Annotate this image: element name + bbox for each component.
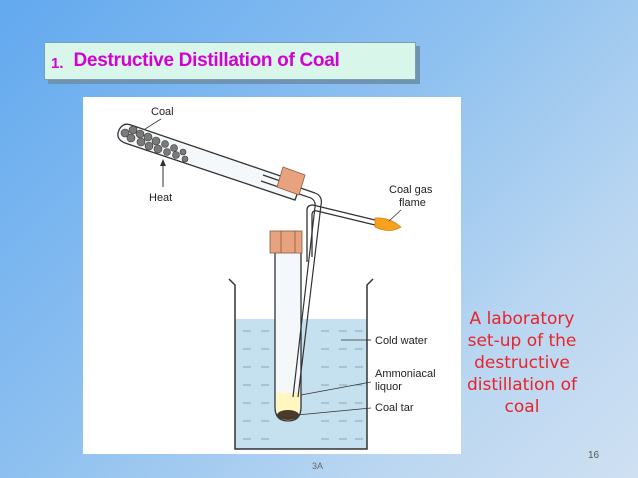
page-number: 16 bbox=[588, 450, 600, 461]
label-flame: flame bbox=[399, 197, 426, 209]
distillation-diagram: Coal Heat Coal gas flame Cold water Ammo… bbox=[83, 97, 461, 454]
label-coal-tar: Coal tar bbox=[375, 402, 414, 414]
outlet-tube bbox=[306, 204, 376, 221]
water-dashes bbox=[243, 330, 363, 440]
stopper-test-tube bbox=[269, 230, 303, 254]
label-coal-gas: Coal gas bbox=[389, 184, 433, 196]
slide-title: Destructive Distillation of Coal bbox=[73, 50, 340, 71]
coal-tar bbox=[277, 410, 299, 420]
diagram-svg: Coal Heat Coal gas flame Cold water Ammo… bbox=[117, 106, 436, 450]
label-heat: Heat bbox=[149, 192, 172, 204]
label-liquor: liquor bbox=[375, 381, 402, 393]
caption: A laboratory set-up of the destructive d… bbox=[467, 309, 577, 417]
stopper-boiling-tube bbox=[276, 166, 306, 196]
test-tube bbox=[274, 239, 302, 422]
title-box: 1. Destructive Distillation of Coal bbox=[44, 42, 416, 80]
title-number: 1. bbox=[51, 54, 64, 72]
label-cold-water: Cold water bbox=[375, 335, 428, 347]
ammoniacal-liquor bbox=[276, 393, 300, 415]
label-coal: Coal bbox=[151, 106, 174, 118]
beaker bbox=[228, 278, 374, 450]
footer-text: 3A bbox=[312, 461, 324, 471]
delivery-tube bbox=[262, 174, 322, 398]
gas-flame bbox=[374, 217, 402, 231]
label-ammoniacal: Ammoniacal bbox=[375, 368, 436, 380]
coal-lumps bbox=[120, 125, 189, 163]
